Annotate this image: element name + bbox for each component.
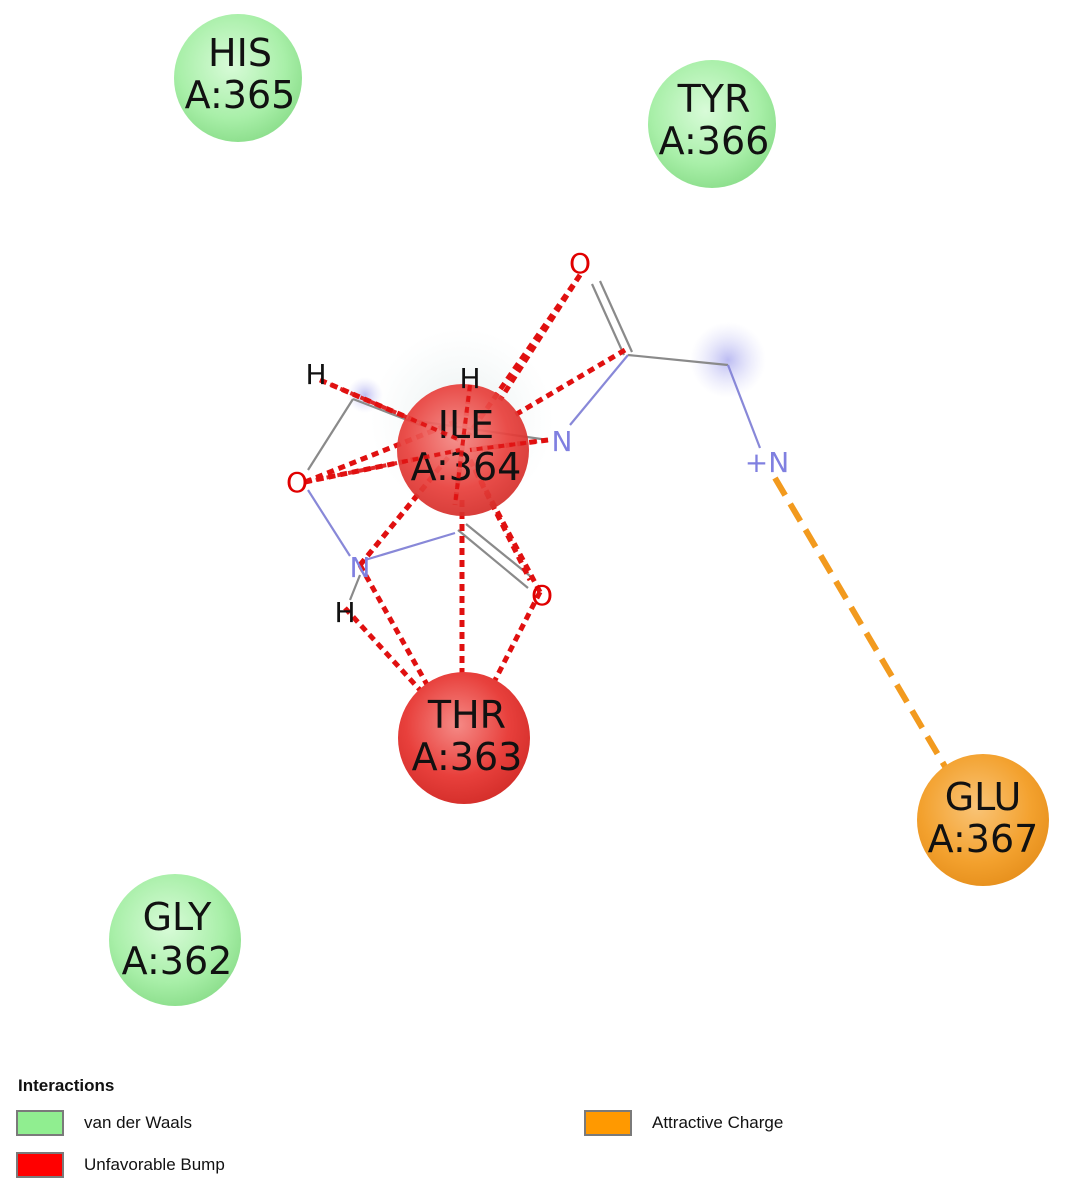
residue-position: A:363 [412, 735, 523, 779]
residue-glu367[interactable]: GLU A:367 [917, 754, 1049, 886]
hydrogen-atom-top: H [459, 362, 480, 395]
nitrogen-atom-mid: N [552, 425, 573, 458]
interactions-legend: Interactions van der Waals Unfavorable B… [16, 1074, 1056, 1190]
oxygen-atom-top: O [569, 247, 591, 280]
legend-label: van der Waals [84, 1113, 193, 1132]
legend-title: Interactions [18, 1076, 115, 1095]
nitrogen-atom-charged: +N [745, 446, 789, 479]
oxygen-atom-left: O [286, 466, 308, 499]
oxygen-atom-right: O [531, 579, 553, 612]
attractive-charge-line [772, 476, 953, 777]
residue-position: A:365 [185, 73, 296, 117]
nitrogen-atom-left: N [350, 551, 371, 584]
residue-name: THR [427, 693, 506, 737]
legend-label: Attractive Charge [652, 1113, 784, 1132]
residue-position: A:366 [659, 119, 770, 163]
residue-position: A:364 [411, 445, 522, 489]
solvent-glow-n [690, 322, 766, 398]
hydrogen-atom-topleft: H [305, 358, 326, 391]
legend-swatch-orange [584, 1110, 632, 1136]
unfavorable-bump-lines-overlay [304, 378, 549, 506]
residue-position: A:362 [122, 939, 233, 983]
legend-swatch-green [16, 1110, 64, 1136]
legend-item-van-der-waals: van der Waals [16, 1110, 192, 1136]
residue-position: A:367 [928, 817, 1039, 861]
legend-item-attractive-charge: Attractive Charge [584, 1110, 783, 1136]
residue-name: HIS [208, 31, 272, 75]
legend-item-unfavorable-bump: Unfavorable Bump [16, 1152, 225, 1178]
legend-label: Unfavorable Bump [84, 1155, 225, 1174]
hydrogen-atom-bottom: H [334, 596, 355, 629]
residue-tyr366[interactable]: TYR A:366 [648, 60, 776, 188]
residue-name: TYR [677, 77, 751, 121]
residue-gly362[interactable]: GLY A:362 [109, 874, 241, 1006]
residue-his365[interactable]: HIS A:365 [174, 14, 302, 142]
residue-name: GLU [945, 775, 1022, 819]
residue-thr363[interactable]: THR A:363 [398, 672, 530, 804]
legend-swatch-red [16, 1152, 64, 1178]
residue-ile364[interactable]: ILE A:364 [397, 384, 529, 516]
residue-name: GLY [143, 895, 213, 939]
interaction-diagram: HIS A:365 TYR A:366 ILE A:364 THR A:363 … [109, 14, 1049, 1006]
